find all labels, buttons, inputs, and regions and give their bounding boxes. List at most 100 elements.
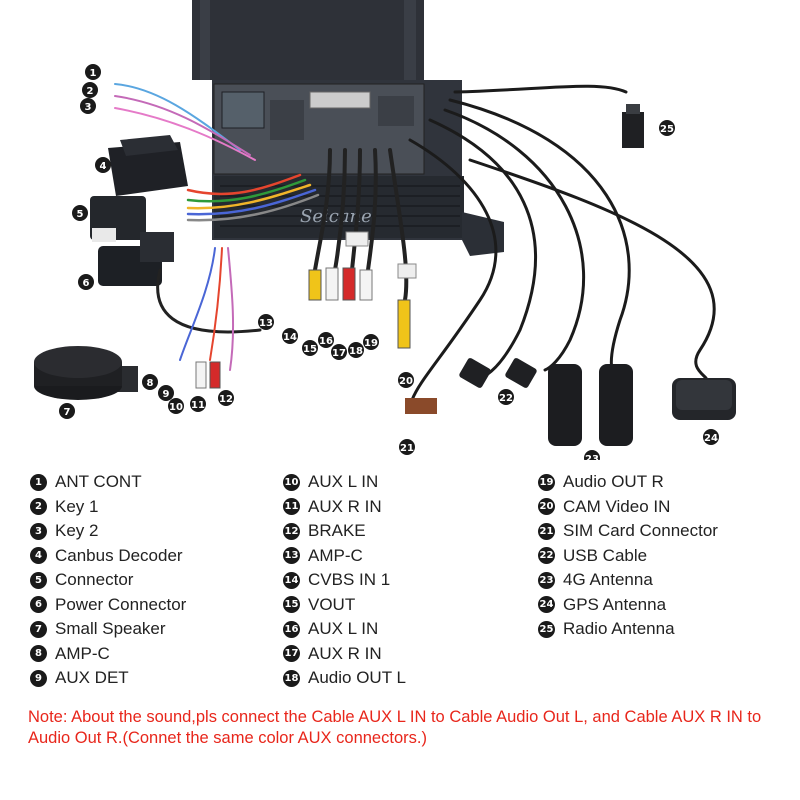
legend-item: 8 AMP-C xyxy=(30,642,186,667)
legend-number: 10 xyxy=(283,473,300,491)
legend-item: 16 AUX L IN xyxy=(283,617,406,642)
gps-antenna xyxy=(672,378,736,420)
svg-text:1: 1 xyxy=(90,68,97,79)
marker-14: 14 xyxy=(282,328,298,344)
legend-label: Connector xyxy=(55,570,134,590)
marker-1: 1 xyxy=(85,64,101,80)
legend-number: 4 xyxy=(30,547,47,565)
radio-antenna xyxy=(622,104,644,148)
svg-text:20: 20 xyxy=(399,376,413,387)
legend-number: 5 xyxy=(30,571,47,589)
legend-label: AUX L IN xyxy=(308,619,379,639)
marker-6: 6 xyxy=(78,274,94,290)
svg-text:3: 3 xyxy=(85,102,92,113)
wire-harness xyxy=(114,83,716,402)
legend-label: Audio OUT R xyxy=(563,472,664,492)
svg-text:5: 5 xyxy=(77,209,84,220)
marker-22: 22 xyxy=(498,389,514,405)
legend-number: 13 xyxy=(283,547,300,565)
legend-number: 21 xyxy=(538,522,555,540)
sound-note: Note: About the sound,pls connect the Ca… xyxy=(28,708,762,747)
legend-label: 4G Antenna xyxy=(563,570,653,590)
connector xyxy=(90,196,146,242)
legend-label: SIM Card Connector xyxy=(563,521,718,541)
4g-antenna xyxy=(548,364,633,446)
marker-13: 13 xyxy=(258,314,274,330)
svg-text:22: 22 xyxy=(499,393,513,404)
svg-text:13: 13 xyxy=(259,318,273,329)
marker-18: 18 xyxy=(348,342,364,358)
legend-label: Radio Antenna xyxy=(563,619,675,639)
legend-item: 21 SIM Card Connector xyxy=(538,519,718,544)
legend-number: 25 xyxy=(538,620,555,638)
marker-2: 2 xyxy=(82,82,98,98)
legend-label: Key 1 xyxy=(55,496,99,516)
rca-plugs xyxy=(195,231,417,389)
legend-label: Audio OUT L xyxy=(308,668,406,688)
legend-label: CVBS IN 1 xyxy=(308,570,391,590)
marker-3: 3 xyxy=(80,98,96,114)
legend-label: USB Cable xyxy=(563,545,648,565)
legend-number: 2 xyxy=(30,498,47,516)
marker-9: 9 xyxy=(158,385,174,401)
legend-item: 2 Key 1 xyxy=(30,495,186,520)
legend-number: 1 xyxy=(30,473,47,491)
legend-number: 16 xyxy=(283,620,300,638)
legend-label: ANT CONT xyxy=(55,472,142,492)
svg-text:24: 24 xyxy=(704,433,718,444)
legend-number: 8 xyxy=(30,645,47,663)
legend-label: Key 2 xyxy=(55,521,99,541)
legend-number: 9 xyxy=(30,669,47,687)
legend-number: 11 xyxy=(283,498,300,516)
svg-text:23: 23 xyxy=(585,454,599,460)
marker-10: 10 xyxy=(168,398,184,414)
svg-text:15: 15 xyxy=(303,344,317,355)
legend-number: 3 xyxy=(30,522,47,540)
svg-text:17: 17 xyxy=(332,348,346,359)
legend-label: AMP-C xyxy=(308,545,363,565)
legend-number: 23 xyxy=(538,571,555,589)
marker-7: 7 xyxy=(59,403,75,419)
legend-number: 15 xyxy=(283,596,300,614)
marker-16: 16 xyxy=(318,332,334,348)
legend-label: GPS Antenna xyxy=(563,594,667,614)
watermark: Seicane xyxy=(300,206,372,227)
svg-text:16: 16 xyxy=(319,336,333,347)
small-speaker xyxy=(34,346,138,400)
legend-number: 22 xyxy=(538,547,555,565)
legend-label: AMP-C xyxy=(55,643,110,663)
legend-item: 25 Radio Antenna xyxy=(538,617,718,642)
legend-number: 17 xyxy=(283,645,300,663)
svg-text:12: 12 xyxy=(219,394,233,405)
marker-12: 12 xyxy=(218,390,234,406)
svg-text:6: 6 xyxy=(83,278,90,289)
legend-label: CAM Video IN xyxy=(563,496,671,516)
marker-24: 24 xyxy=(703,429,719,445)
marker-20: 20 xyxy=(398,372,414,388)
svg-text:19: 19 xyxy=(364,338,378,349)
canbus-decoder xyxy=(108,135,188,196)
legend-label: Power Connector xyxy=(55,594,187,614)
wiring-diagram: Seicane xyxy=(34,0,736,460)
marker-21: 21 xyxy=(399,439,415,455)
marker-25: 25 xyxy=(659,120,675,136)
legend-item: 1 ANT CONT xyxy=(30,470,186,495)
marker-11: 11 xyxy=(190,396,206,412)
legend-item: 22 USB Cable xyxy=(538,544,718,569)
marker-4: 4 xyxy=(95,157,111,173)
